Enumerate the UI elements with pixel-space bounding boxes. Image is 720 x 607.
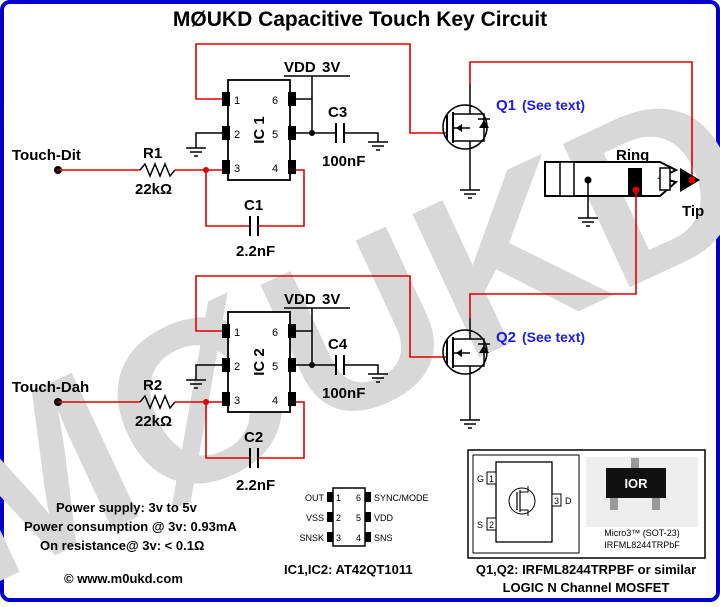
specs-block: Power supply: 3v to 5v Power consumption… (24, 500, 237, 586)
pinout-snsk: SNSK (299, 533, 324, 543)
ic1-pins: 1 2 3 4 5 6 (222, 92, 296, 175)
mosfet-caption-1: Q1,Q2: IRFML8244TRPBF or similar (476, 562, 696, 577)
r2-name: R2 (143, 377, 162, 394)
stereo-jack (544, 161, 700, 227)
ic-pinout: 1 2 3 6 5 4 OUT VSS SNSK SYNC/MODE VDD S… (284, 487, 429, 577)
c1-value: 2.2nF (236, 243, 275, 260)
mosfet-caption-2: LOGIC N Channel MOSFET (503, 580, 670, 595)
mosfet-package: Micro3™ (SOT-23) (604, 528, 680, 538)
svg-text:G: G (477, 474, 484, 484)
ic2-pins: 1 2 3 4 5 6 (222, 324, 296, 407)
r2-resistor (139, 394, 176, 410)
bottom-circuit: Touch-Dah R2 22kΩ C2 2.2nF IC 2 1 2 3 4 … (12, 190, 637, 494)
svg-text:3: 3 (336, 533, 341, 543)
svg-text:4: 4 (272, 163, 278, 175)
c4-value: 100nF (322, 385, 365, 402)
svg-text:6: 6 (272, 95, 278, 107)
ic2-name: IC 2 (251, 348, 268, 376)
svg-text:2: 2 (336, 513, 341, 523)
ic1-name: IC 1 (251, 116, 268, 144)
q2-name: Q2 (496, 329, 516, 346)
c3-name: C3 (328, 104, 347, 121)
svg-text:D: D (565, 496, 572, 506)
c4-name: C4 (328, 336, 348, 353)
pinout-sync-mode: SYNC/MODE (374, 493, 429, 503)
mosfet-info-box: G S D 1 2 3 IOR Micro3™ (SOT-23) IRFML82… (467, 449, 706, 559)
c2-value: 2.2nF (236, 477, 275, 494)
c2-name: C2 (244, 429, 263, 446)
ic2-vdd-value: 3V (322, 291, 340, 308)
pinout-out: OUT (305, 493, 325, 503)
c1-name: C1 (244, 197, 263, 214)
mosfet-part: IRFML8244TRPbF (604, 540, 680, 550)
svg-text:IOR: IOR (624, 476, 648, 491)
svg-text:2: 2 (489, 520, 494, 530)
svg-text:1: 1 (234, 95, 240, 107)
diagram-title: MØUKD Capacitive Touch Key Circuit (173, 8, 547, 31)
ic2-body (227, 311, 291, 413)
spec-on-resistance: On resistance@ 3v: < 0.1Ω (40, 538, 204, 553)
svg-text:2: 2 (234, 361, 240, 373)
svg-text:1: 1 (336, 493, 341, 503)
touch-dah-label: Touch-Dah (12, 379, 89, 396)
spec-power-supply: Power supply: 3v to 5v (56, 500, 198, 515)
svg-text:5: 5 (272, 361, 278, 373)
svg-text:5: 5 (272, 129, 278, 141)
pinout-sns: SNS (374, 533, 393, 543)
svg-text:4: 4 (272, 395, 278, 407)
svg-text:1: 1 (234, 327, 240, 339)
ic1-vdd-label: VDD (284, 59, 316, 76)
ic1-vdd-value: 3V (322, 59, 340, 76)
svg-text:5: 5 (356, 513, 361, 523)
q1-name: Q1 (496, 97, 516, 114)
q1-note: (See text) (522, 97, 585, 113)
r1-resistor (139, 162, 176, 178)
q2-note: (See text) (522, 329, 585, 345)
ic2-vdd-label: VDD (284, 291, 316, 308)
spec-power-consumption: Power consumption @ 3v: 0.93mA (24, 519, 237, 534)
r1-name: R1 (143, 145, 162, 162)
svg-text:2: 2 (234, 129, 240, 141)
r1-value: 22kΩ (135, 181, 172, 198)
svg-text:6: 6 (356, 493, 361, 503)
pinout-caption: IC1,IC2: AT42QT1011 (284, 562, 413, 577)
svg-text:1: 1 (489, 474, 494, 484)
svg-text:3: 3 (234, 163, 240, 175)
touch-dit-label: Touch-Dit (12, 147, 81, 164)
r2-value: 22kΩ (135, 413, 172, 430)
top-circuit: Touch-Dit R1 22kΩ C1 2.2nF IC 1 1 2 3 4 … (12, 43, 693, 260)
svg-text:4: 4 (356, 533, 361, 543)
q1-mosfet (442, 61, 693, 199)
ring-label: Ring (616, 147, 649, 164)
q2-mosfet (442, 190, 637, 429)
c3-value: 100nF (322, 153, 365, 170)
tip-label: Tip (682, 203, 704, 220)
svg-text:6: 6 (272, 327, 278, 339)
svg-text:S: S (477, 520, 483, 530)
svg-text:3: 3 (234, 395, 240, 407)
copyright: © www.m0ukd.com (64, 571, 183, 586)
pinout-vdd: VDD (374, 513, 394, 523)
svg-text:3: 3 (554, 496, 559, 506)
ic1-body (227, 79, 291, 181)
pinout-vss: VSS (306, 513, 324, 523)
